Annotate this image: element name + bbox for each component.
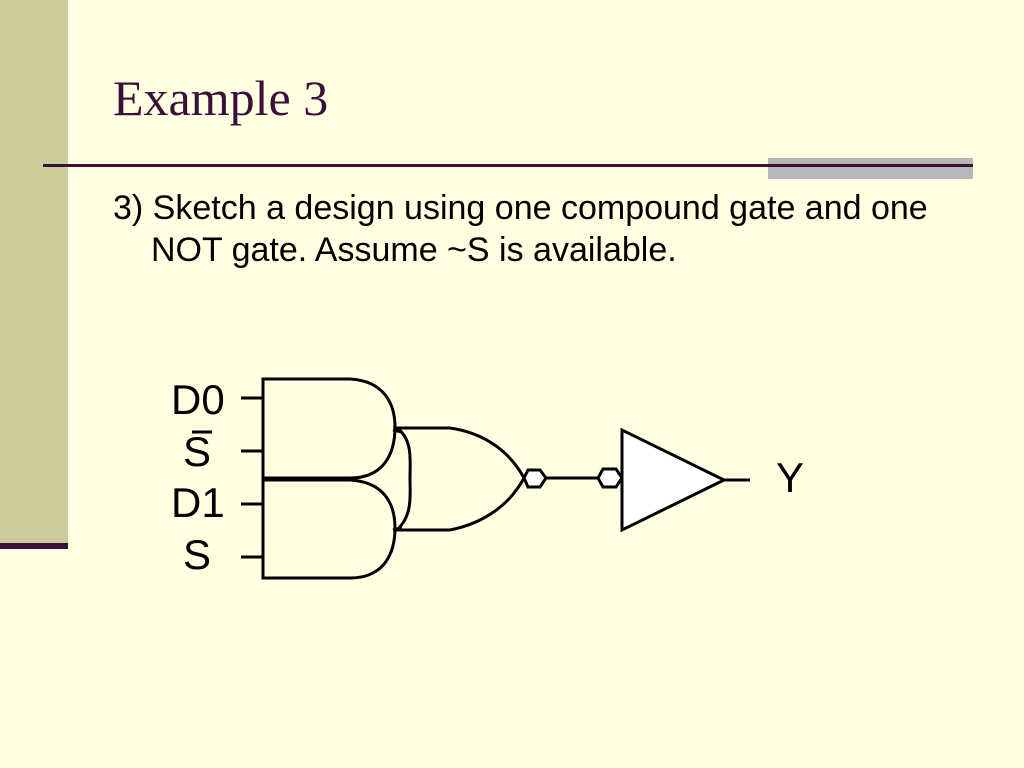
not-input-bubble	[596, 467, 624, 489]
nor-inversion-bubble	[522, 468, 548, 489]
input-label-s: S	[183, 531, 211, 578]
nor-gate	[392, 426, 526, 532]
left-sidebar-bar	[0, 0, 68, 549]
not-gate	[620, 427, 728, 533]
slide-title: Example 3	[113, 70, 329, 126]
and-gate-bottom	[261, 478, 397, 580]
divider-highlight	[768, 158, 973, 179]
title-divider	[43, 164, 973, 167]
left-sidebar-accent	[0, 543, 68, 549]
input-label-d1: D1	[171, 479, 225, 526]
output-label-y: Y	[776, 454, 804, 501]
input-label-s-bar: S	[183, 428, 211, 475]
and-gate-top	[261, 377, 397, 480]
input-label-d0: D0	[171, 376, 225, 423]
divider-highlight-line	[768, 164, 973, 167]
slide-body-text: 3) Sketch a design using one compound ga…	[113, 189, 928, 269]
